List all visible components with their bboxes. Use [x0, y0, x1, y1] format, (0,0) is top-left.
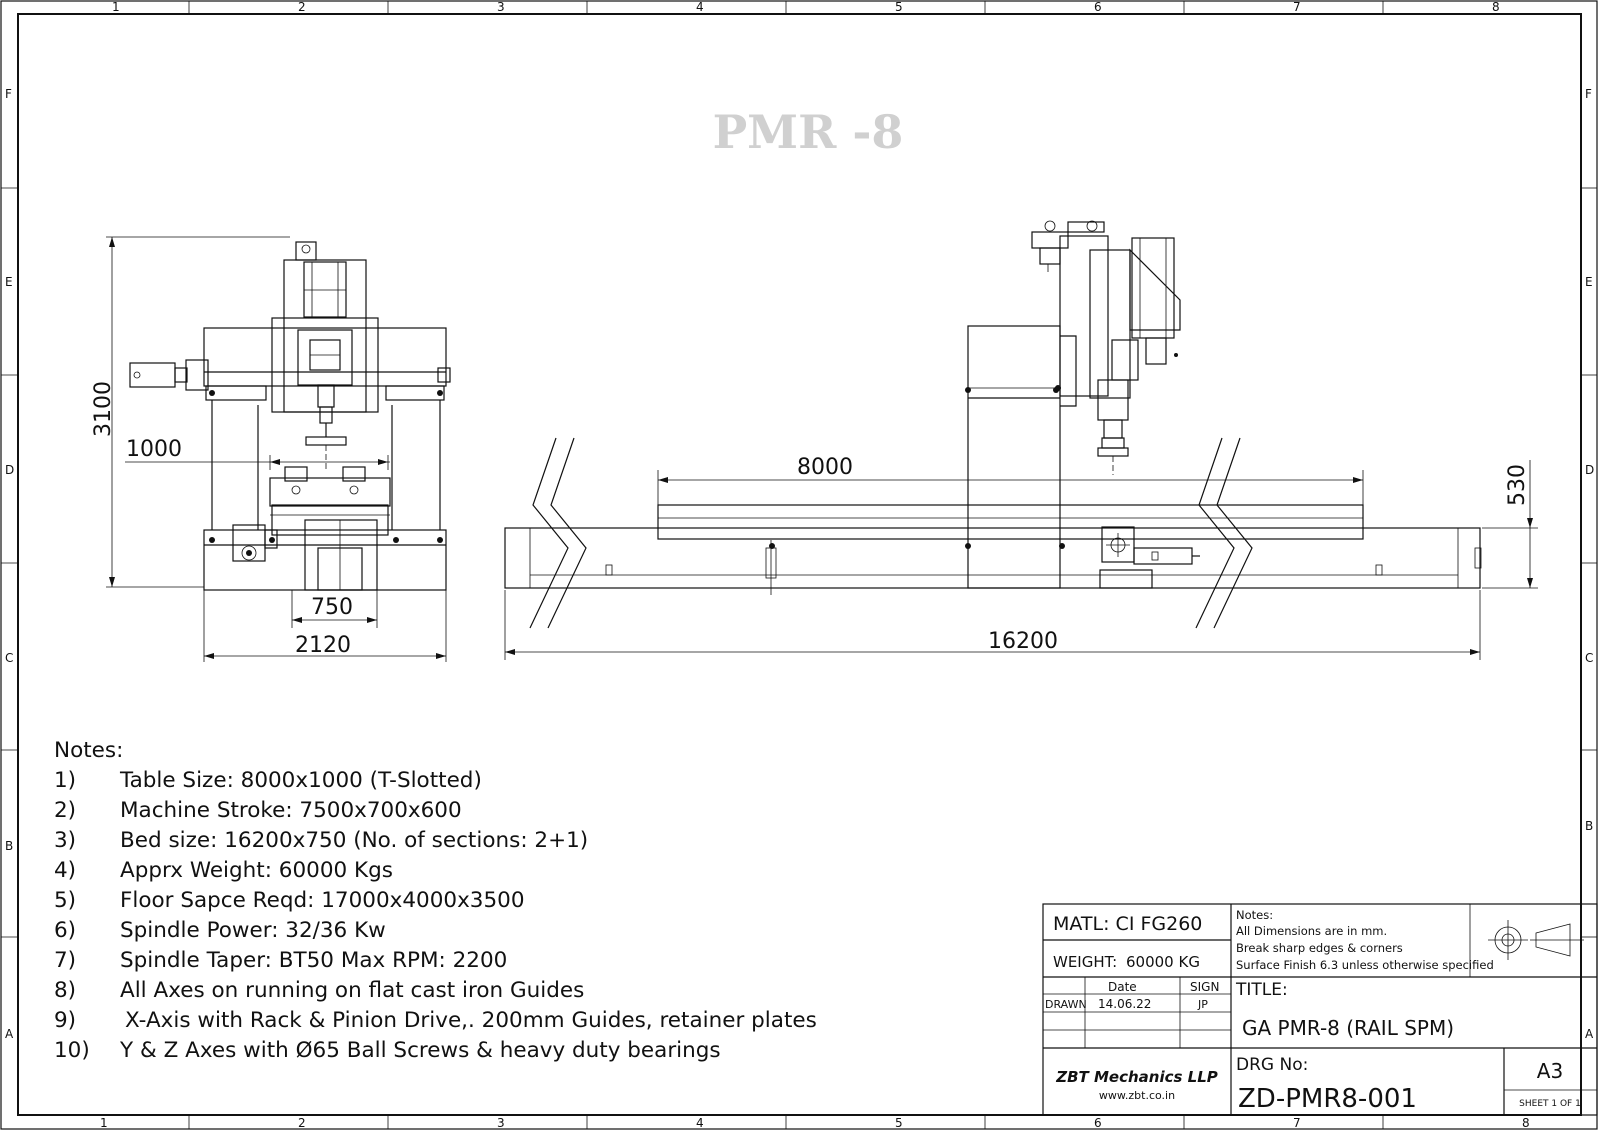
side-view-machine [504, 220, 1482, 595]
zone-col-3-bottom: 3 [497, 1116, 505, 1130]
dim-8000: 8000 [797, 455, 853, 480]
dim-1000: 1000 [126, 437, 182, 462]
material-label: MATL: CI FG260 [1053, 913, 1202, 935]
zone-row-F-right: F [1585, 87, 1592, 101]
zone-row-E-right: E [1585, 275, 1593, 289]
note-num-6: 6) [54, 918, 76, 943]
note-num-2: 2) [54, 798, 76, 823]
zone-row-A: A [5, 1027, 14, 1041]
tb-notes-heading: Notes: [1236, 908, 1273, 922]
zone-row-B: B [5, 839, 13, 853]
dim-2120: 2120 [295, 633, 351, 658]
zone-row-D-right: D [1585, 463, 1594, 477]
note-num-9: 9) [54, 1008, 76, 1033]
zone-col-5-bottom: 5 [895, 1116, 903, 1130]
tb-note-1: All Dimensions are in mm. [1236, 924, 1387, 938]
note-text-8: All Axes on running on flat cast iron Gu… [120, 978, 584, 1003]
drawn-date: 14.06.22 [1098, 997, 1151, 1011]
note-text-4: Apprx Weight: 60000 Kgs [120, 858, 393, 883]
side-view-dimensions [504, 460, 1538, 660]
note-num-8: 8) [54, 978, 76, 1003]
row-drawn: DRAWN [1045, 998, 1087, 1011]
zone-col-2-bottom: 2 [298, 1116, 306, 1130]
note-text-10: Y & Z Axes with Ø65 Ball Screws & heavy … [119, 1038, 721, 1063]
zone-col-4: 4 [696, 0, 704, 14]
zone-col-1: 1 [112, 0, 120, 14]
note-text-3: Bed size: 16200x750 (No. of sections: 2+… [120, 828, 588, 853]
note-text-5: Floor Sapce Reqd: 17000x4000x3500 [120, 888, 525, 913]
dim-530: 530 [1505, 464, 1530, 506]
note-num-5: 5) [54, 888, 76, 913]
zone-row-C-right: C [1585, 651, 1593, 665]
company-website: www.zbt.co.in [1099, 1089, 1175, 1102]
zone-col-3: 3 [497, 0, 505, 14]
col-date: Date [1108, 980, 1137, 994]
watermark-title: PMR -8 [713, 105, 904, 159]
zone-row-A-right: A [1585, 1027, 1594, 1041]
title-label: TITLE: [1235, 980, 1288, 1000]
note-text-6: Spindle Power: 32/36 Kw [120, 918, 386, 943]
zone-row-E: E [5, 275, 13, 289]
zone-col-6: 6 [1094, 0, 1102, 14]
general-notes: Notes: 1) Table Size: 8000x1000 (T-Slott… [54, 738, 817, 1063]
sheet-count: SHEET 1 OF 1 [1519, 1099, 1581, 1109]
note-num-3: 3) [54, 828, 76, 853]
projection-symbol-icon [1488, 920, 1584, 960]
company-name: ZBT Mechanics LLP [1055, 1068, 1218, 1086]
note-num-7: 7) [54, 948, 76, 973]
zone-col-1-bottom: 1 [100, 1116, 108, 1130]
col-sign: SIGN [1190, 980, 1219, 994]
drawn-sign: JP [1197, 998, 1208, 1011]
dim-750: 750 [311, 595, 353, 620]
tb-note-2: Break sharp edges & corners [1236, 941, 1403, 955]
zone-col-8-bottom: 8 [1522, 1116, 1530, 1130]
dim-3100: 3100 [91, 381, 116, 437]
drawing-number: ZD-PMR8-001 [1238, 1084, 1417, 1114]
tb-note-3: Surface Finish 6.3 unless otherwise spec… [1236, 958, 1494, 972]
weight-label: WEIGHT: [1053, 953, 1117, 971]
sheet-size: A3 [1537, 1059, 1563, 1083]
drg-label: DRG No: [1236, 1055, 1308, 1075]
weight-value: 60000 KG [1126, 953, 1200, 971]
zone-col-8: 8 [1492, 0, 1500, 14]
zone-row-F: F [5, 87, 12, 101]
drawing-title: GA PMR-8 (RAIL SPM) [1242, 1016, 1454, 1040]
note-num-10: 10) [54, 1038, 90, 1063]
zone-row-C: C [5, 651, 13, 665]
notes-heading: Notes: [54, 738, 123, 763]
note-text-9: X-Axis with Rack & Pinion Drive,. 200mm … [125, 1008, 817, 1033]
note-num-1: 1) [54, 768, 76, 793]
zone-row-B-right: B [1585, 819, 1593, 833]
title-block: MATL: CI FG260 WEIGHT: 60000 KG Date SIG… [1042, 903, 1598, 1116]
zone-col-7: 7 [1293, 0, 1301, 14]
zone-row-D: D [5, 463, 14, 477]
note-text-1: Table Size: 8000x1000 (T-Slotted) [119, 768, 482, 793]
zone-col-5: 5 [895, 0, 903, 14]
end-view-machine [129, 241, 451, 591]
dim-16200: 16200 [988, 629, 1058, 654]
guide-markers [209, 353, 1178, 549]
zone-col-2: 2 [298, 0, 306, 14]
break-lines [529, 437, 1253, 629]
note-num-4: 4) [54, 858, 76, 883]
zone-col-6-bottom: 6 [1094, 1116, 1102, 1130]
zone-col-7-bottom: 7 [1293, 1116, 1301, 1130]
note-text-2: Machine Stroke: 7500x700x600 [120, 798, 462, 823]
zone-col-4-bottom: 4 [696, 1116, 704, 1130]
end-view-dimensions [106, 236, 447, 662]
note-text-7: Spindle Taper: BT50 Max RPM: 2200 [120, 948, 507, 973]
